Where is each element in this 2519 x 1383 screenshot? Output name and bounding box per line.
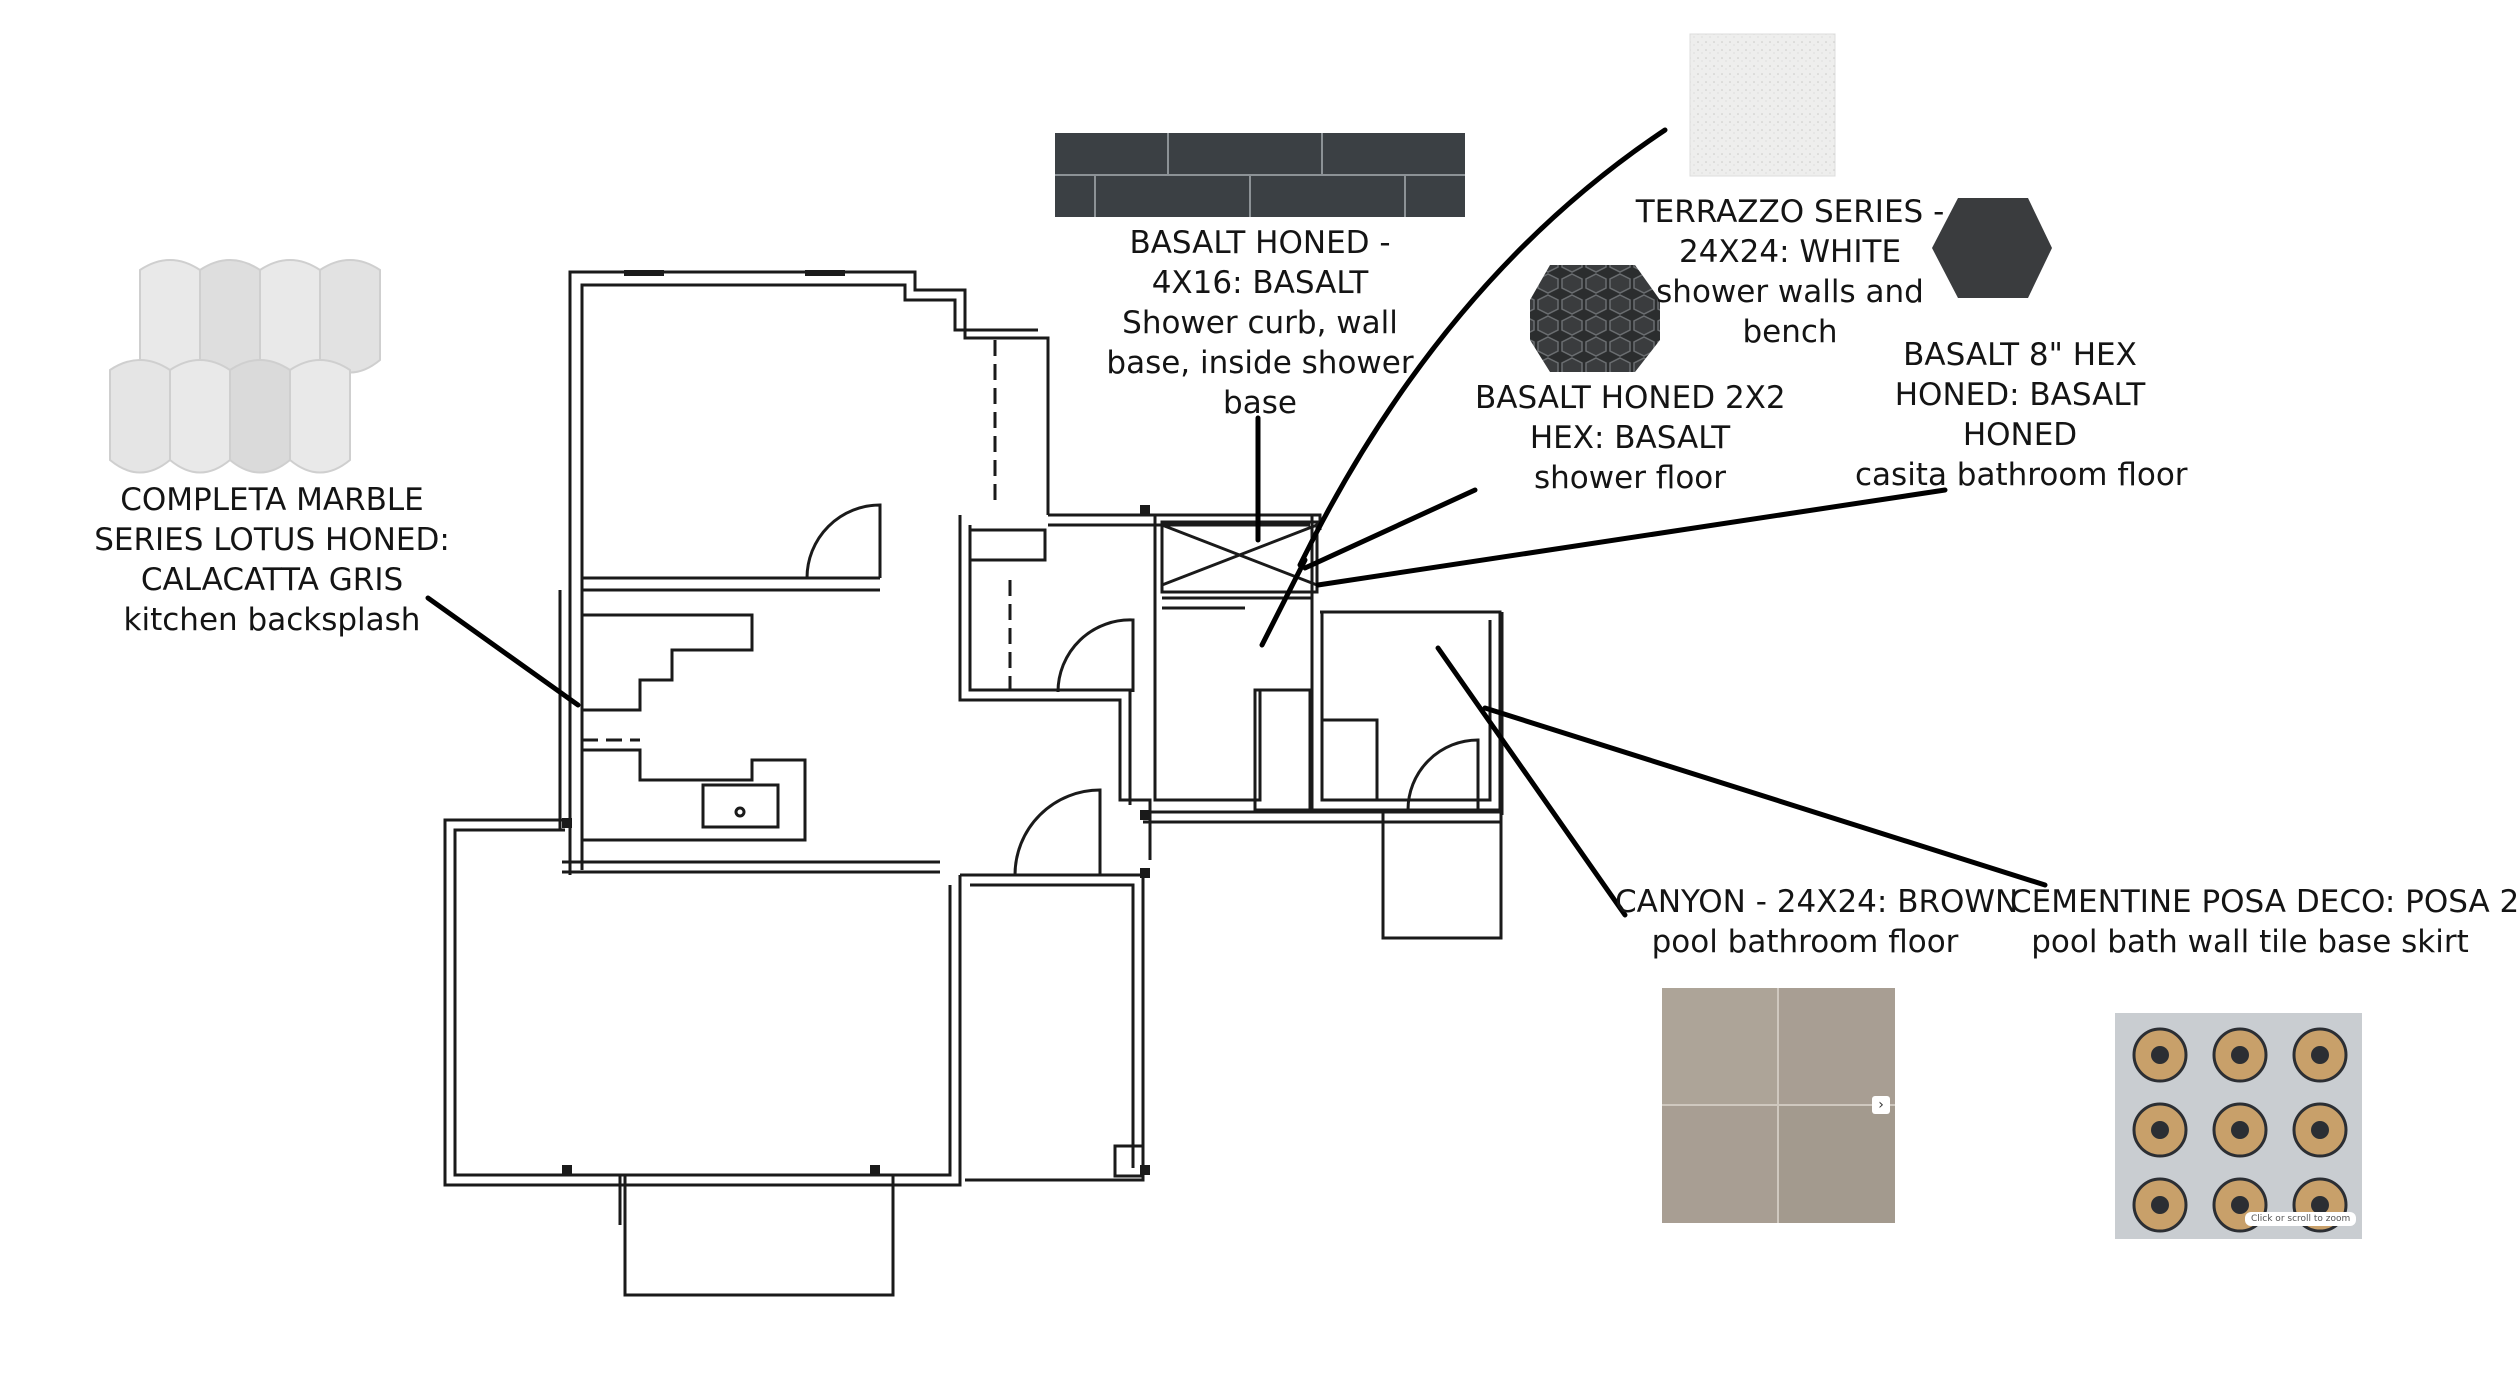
- basalt-2x2-hex-tile: [1530, 265, 1660, 372]
- leader-basalt-4x16: [1259, 557, 1308, 648]
- plan-walls: [443, 270, 1504, 1297]
- zoom-hint[interactable]: Click or scroll to zoom: [2245, 1212, 2357, 1226]
- label-completa: COMPLETA MARBLE SERIES LOTUS HONED: CALA…: [94, 482, 450, 638]
- label-basalt-4x16: BASALT HONED - 4X16: BASALT Shower curb,…: [1106, 225, 1414, 421]
- label-terrazzo: TERRAZZO SERIES - 24X24: WHITE shower wa…: [1635, 194, 1945, 350]
- leader-cementine: [1482, 705, 2048, 888]
- label-basalt-2x2: BASALT HONED 2X2 HEX: BASALT shower floo…: [1475, 380, 1786, 496]
- terrazzo-white-tile: [1689, 33, 1836, 177]
- next-image-button[interactable]: ›: [1872, 1096, 1890, 1114]
- lotus-marble-tile: [109, 259, 381, 474]
- label-cementine: CEMENTINE POSA DECO: POSA 2 pool bath wa…: [2010, 884, 2519, 960]
- leader-basalt-2x2: [1302, 487, 1478, 571]
- label-canyon: CANYON - 24X24: BROWN pool bathroom floo…: [1615, 884, 2019, 960]
- canyon-brown-tile: [1662, 988, 1895, 1223]
- leader-basalt-8hex: [1315, 487, 1948, 588]
- basalt-4x16-tile: [1055, 133, 1465, 217]
- cementine-posa-tile: [2115, 1013, 2362, 1239]
- leader-canyon: [1435, 645, 1628, 918]
- basalt-8-hex-tile: [1932, 198, 2052, 298]
- leader-terrazzo: [1297, 127, 1668, 568]
- leader-completa: [425, 595, 581, 708]
- leader-lines: [425, 127, 2048, 918]
- label-basalt-8hex: BASALT 8" HEX HONED: BASALT HONED casita…: [1855, 337, 2188, 493]
- window-marks: [562, 270, 1150, 1175]
